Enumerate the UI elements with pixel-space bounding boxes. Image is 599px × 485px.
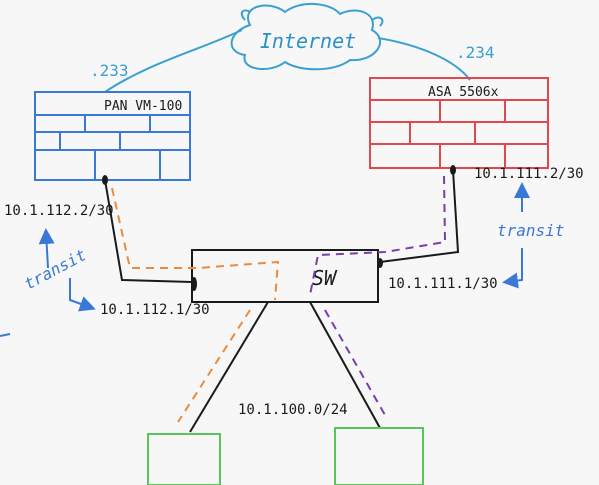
switch-port-left	[191, 277, 197, 291]
lan-host-right	[334, 427, 424, 485]
switch: SW	[191, 249, 383, 303]
asa-traffic-path	[309, 175, 447, 416]
physical-links	[102, 165, 460, 433]
switch-right-ip: 10.1.111.1/30	[388, 276, 498, 292]
switch-port-right	[377, 258, 383, 268]
transit-right-annotation: transit	[497, 182, 564, 289]
pan-public-ip: .233	[90, 61, 129, 80]
pan-title: PAN VM-100	[104, 99, 182, 114]
transit-left-annotation: transit	[21, 228, 96, 312]
pan-inside-ip: 10.1.112.2/30	[4, 203, 114, 219]
lan-host-left	[147, 433, 221, 485]
edge-mark	[0, 333, 11, 337]
asa-firewall: ASA 5506x	[369, 77, 549, 169]
transit-left-label: transit	[21, 245, 89, 293]
switch-label: SW	[312, 266, 338, 290]
lan-subnet-label: 10.1.100.0/24	[238, 402, 348, 418]
pan-firewall: PAN VM-100	[34, 91, 191, 181]
asa-inside-ip: 10.1.111.2/30	[474, 166, 584, 182]
asa-public-ip: .234	[456, 43, 495, 62]
internet-label: Internet	[260, 29, 356, 53]
transit-right-label: transit	[497, 221, 564, 240]
internet-cloud: Internet	[230, 2, 384, 71]
switch-left-ip: 10.1.112.1/30	[100, 302, 210, 318]
asa-title: ASA 5506x	[428, 85, 499, 100]
internet-uplinks	[104, 29, 471, 93]
pan-traffic-path	[111, 187, 280, 423]
